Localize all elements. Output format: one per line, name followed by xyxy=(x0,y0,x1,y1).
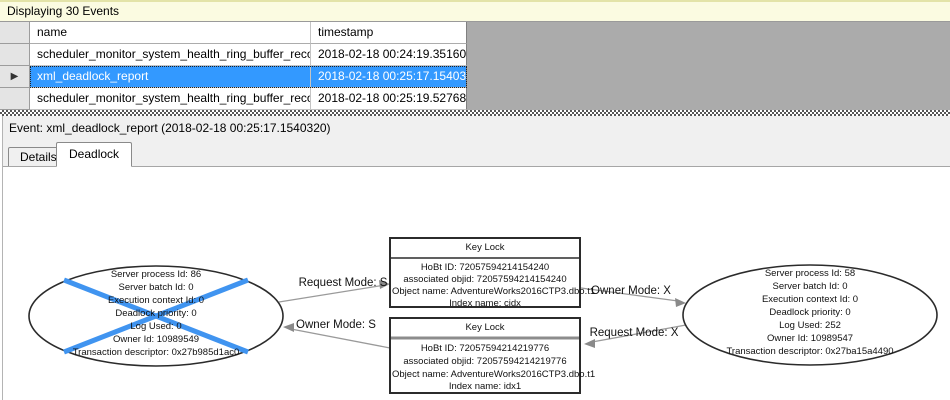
cell-timestamp[interactable]: 2018-02-18 00:25:19.5276859 xyxy=(311,88,467,110)
tab-details[interactable]: Details xyxy=(8,147,69,167)
event-summary-text: Event: xml_deadlock_report (2018-02-18 0… xyxy=(9,121,331,135)
row-header-cell[interactable] xyxy=(0,44,30,66)
column-header-timestamp[interactable]: timestamp xyxy=(311,22,467,44)
row-header-cell[interactable]: ▶ xyxy=(0,66,30,88)
tab-content-panel xyxy=(3,166,950,400)
cell-name[interactable]: xml_deadlock_report xyxy=(30,66,311,88)
grid-header-row: name timestamp xyxy=(0,22,467,44)
tab-deadlock[interactable]: Deadlock xyxy=(56,142,133,167)
row-header-corner-cell[interactable] xyxy=(0,22,30,44)
splitter-handle[interactable] xyxy=(0,110,950,116)
event-detail-pane: Event: xml_deadlock_report (2018-02-18 0… xyxy=(2,116,950,400)
cell-name[interactable]: scheduler_monitor_system_health_ring_buf… xyxy=(30,88,311,110)
events-grid: name timestamp scheduler_monitor_system_… xyxy=(0,22,467,110)
cell-timestamp[interactable]: 2018-02-18 00:24:19.3516078 xyxy=(311,44,467,66)
cell-timestamp[interactable]: 2018-02-18 00:25:17.1540320 xyxy=(311,66,467,88)
grid-empty-area xyxy=(467,22,950,110)
table-row-selected[interactable]: ▶ xml_deadlock_report 2018-02-18 00:25:1… xyxy=(0,66,467,88)
tab-strip: Details Deadlock xyxy=(3,140,950,167)
table-row[interactable]: scheduler_monitor_system_health_ring_buf… xyxy=(0,44,467,66)
info-bar: Displaying 30 Events xyxy=(0,0,950,22)
column-header-name[interactable]: name xyxy=(30,22,311,44)
row-header-cell[interactable] xyxy=(0,88,30,110)
event-summary-bar: Event: xml_deadlock_report (2018-02-18 0… xyxy=(3,116,950,140)
current-row-arrow-icon: ▶ xyxy=(10,71,19,82)
info-bar-text: Displaying 30 Events xyxy=(7,4,120,18)
table-row[interactable]: scheduler_monitor_system_health_ring_buf… xyxy=(0,88,467,110)
cell-name[interactable]: scheduler_monitor_system_health_ring_buf… xyxy=(30,44,311,66)
